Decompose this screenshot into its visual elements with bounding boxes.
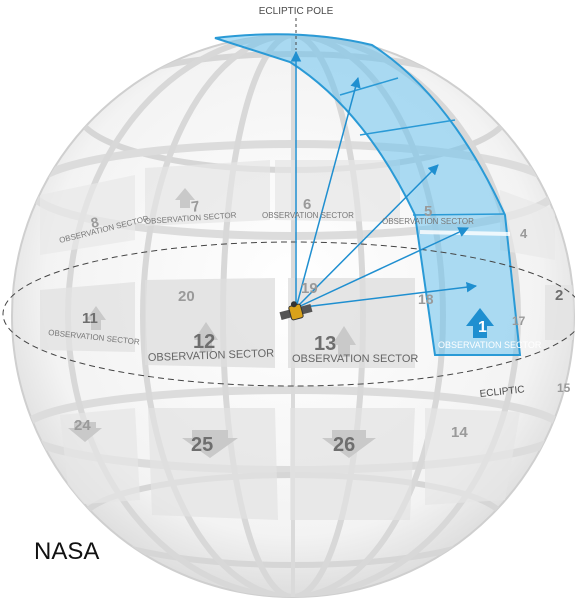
sector-num-2: 2	[555, 287, 563, 304]
sector-num-5: 5	[424, 203, 432, 220]
sector-num-25: 25	[191, 434, 213, 456]
sector-num-20: 20	[178, 288, 195, 305]
sector-num-11: 11	[82, 310, 98, 327]
sector-num-19: 19	[301, 280, 318, 297]
sector-num-24: 24	[74, 417, 91, 434]
ecliptic-circle	[2, 241, 575, 387]
sector-caption-12: OBSERVATION SECTOR	[148, 348, 275, 364]
sector-caption-1: OBSERVATION SECTOR	[438, 340, 542, 350]
sector-caption-5: OBSERVATION SECTOR	[382, 217, 474, 226]
arrow-up-icon-highlight	[466, 308, 494, 338]
nasa-credit: NASA	[34, 538, 100, 565]
sector-num-8: 8	[89, 214, 100, 231]
view-rays	[290, 50, 478, 309]
sector-num-7: 7	[190, 198, 201, 216]
arrow-up-icon	[86, 188, 356, 357]
satellite-icon	[279, 301, 313, 321]
sector-caption-6: OBSERVATION SECTOR	[262, 211, 354, 220]
sector-num-14: 14	[451, 424, 468, 441]
sector-caption-13: OBSERVATION SECTOR	[292, 353, 418, 365]
ecliptic-label: ECLIPTIC	[479, 384, 525, 400]
sector-num-26: 26	[333, 434, 355, 456]
pole-label: ECLIPTIC POLE	[259, 6, 334, 17]
sector-num-6: 6	[303, 196, 311, 213]
sector-num-1: 1	[478, 319, 487, 336]
arrow-down-icon	[68, 422, 376, 458]
sector-num-18: 18	[418, 291, 434, 307]
sector-num-15: 15	[557, 381, 571, 395]
sector-num-17: 17	[512, 314, 526, 328]
sector-num-12: 12	[193, 331, 215, 353]
sphere-grid	[19, 35, 574, 597]
sector-num-13: 13	[314, 333, 336, 355]
sector-num-4: 4	[520, 226, 528, 241]
